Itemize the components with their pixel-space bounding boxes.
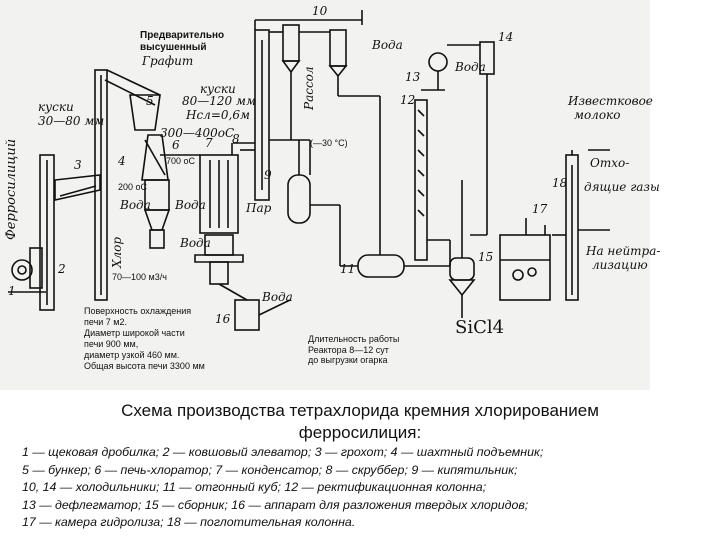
equipment-number-8: 8 xyxy=(232,132,240,146)
water-label-1: Вода xyxy=(120,198,151,212)
legend-line: 17 — камера гидролиза; 18 — поглотительн… xyxy=(22,515,356,529)
equipment-number-2: 2 xyxy=(58,262,66,276)
water-label-5: Вода xyxy=(455,60,486,74)
lumps-large-label: куски xyxy=(200,82,236,96)
equipment-number-3: 3 xyxy=(74,158,82,172)
legend-line: 10, 14 — холодильники; 11 — отгонный куб… xyxy=(22,480,487,494)
equipment-number-7: 7 xyxy=(205,136,213,150)
collector-shape xyxy=(448,180,476,318)
chlorinator-shape xyxy=(143,179,171,249)
temp-300-label: 300—400оС xyxy=(160,126,235,140)
water-label-6: Вода xyxy=(180,236,211,250)
equipment-number-12: 12 xyxy=(400,93,416,107)
solids-reactor-shape xyxy=(194,234,291,331)
hydrolysis-chamber-shape xyxy=(499,218,551,301)
equipment-number-15: 15 xyxy=(478,250,494,264)
flow-label: 70—100 м3/ч xyxy=(112,272,167,282)
equipment-number-10: 10 xyxy=(312,4,328,18)
duration-note-line1: Длительность работы xyxy=(308,334,400,344)
jaw-crusher-shape xyxy=(8,247,46,293)
brine-label: Рассол xyxy=(302,66,316,110)
waste-gas-line1: Отхо- xyxy=(590,156,630,170)
lime-milk-line2: молоко xyxy=(574,108,621,122)
figure-caption: Схема производства тетрахлорида кремния … xyxy=(0,400,720,444)
equipment-number-13: 13 xyxy=(405,70,421,84)
legend-line: 13 — дефлегматор; 15 — сборник; 16 — апп… xyxy=(22,497,529,512)
steam-label: Пар xyxy=(246,201,272,215)
legend-line: 5 — бункер; 6 — печь-хлоратор; 7 — конде… xyxy=(22,462,518,477)
lime-milk-line1: Известковое xyxy=(568,94,653,108)
equipment-number-11: 11 xyxy=(340,262,356,276)
water-label-3: Вода xyxy=(262,290,293,304)
cooling-note-line3: Диаметр широкой части xyxy=(84,328,185,338)
shaft-lift-shape xyxy=(94,69,161,301)
cooling-note-line5: диаметр узкой 460 мм. xyxy=(84,350,180,360)
water-label-4: Вода xyxy=(372,38,403,52)
dephlegmator-shape xyxy=(421,52,448,91)
condenser-shape xyxy=(199,143,239,234)
temp-700-label: 700 оС xyxy=(166,156,196,166)
equipment-number-14: 14 xyxy=(498,30,514,44)
waste-gas-line2: дящие газы xyxy=(584,180,660,194)
scheme-drawing xyxy=(8,10,610,331)
legend-line: 1 — щековая дробилка; 2 — ковшовый элева… xyxy=(22,445,544,459)
still-shape xyxy=(340,250,450,278)
water-label-2: Вода xyxy=(175,198,206,212)
chlorine-label: Хлор xyxy=(110,236,124,268)
dried-note-line2: высушенный xyxy=(140,42,207,53)
equipment-number-6: 6 xyxy=(172,138,180,152)
screen-shape xyxy=(54,174,101,201)
caption-title-line2: ферросилиция: xyxy=(298,423,422,442)
sicl4-product-label: SiCl4 xyxy=(455,317,505,338)
equipment-number-18: 18 xyxy=(552,176,568,190)
equipment-number-16: 16 xyxy=(215,312,231,326)
cooler-14-shape xyxy=(447,41,495,236)
cooler-10-shape xyxy=(269,24,381,250)
equipment-number-9: 9 xyxy=(264,168,272,182)
lumps-large-size: 80—120 мм xyxy=(182,94,256,108)
dried-note-line1: Предварительно xyxy=(140,30,225,41)
boiler-shape xyxy=(287,140,311,224)
process-scheme: Предварительно высушенный Графит Ферроси… xyxy=(0,0,660,390)
rectification-column-shape xyxy=(414,99,428,261)
scrubber-shape xyxy=(240,29,270,201)
cooling-note-line6: Общая высота печи 3300 мм xyxy=(84,361,205,371)
lumps-small-label: куски xyxy=(38,100,74,114)
temp-200-label: 200 оС xyxy=(118,182,148,192)
equipment-number-5: 5 xyxy=(146,94,154,108)
minus30-label: (—30 °С) xyxy=(310,138,348,148)
equipment-number-17: 17 xyxy=(532,202,548,216)
cooling-note-line4: печи 900 мм, xyxy=(84,339,139,349)
lumps-small-size: 30—80 мм xyxy=(38,114,105,128)
cooling-note-line2: печи 7 м2. xyxy=(84,317,127,327)
neutralization-line2: лизацию xyxy=(592,258,648,272)
bucket-elevator-shape xyxy=(39,154,55,311)
ferrosilicon-label: Ферросилиций xyxy=(4,138,19,240)
neutralization-line1: На нейтра- xyxy=(586,244,661,258)
equipment-legend: 1 — щековая дробилка; 2 — ковшовый элева… xyxy=(22,444,712,532)
equipment-number-4: 4 xyxy=(118,154,126,168)
pipelines xyxy=(160,10,610,266)
layer-height-label: Нсл=0,6м xyxy=(186,108,250,122)
cooling-note-line1: Поверхность охлаждения xyxy=(84,306,192,316)
graphite-label: Графит xyxy=(142,54,194,68)
duration-note-line3: до выгрузки огарка xyxy=(308,355,388,365)
equipment-number-1: 1 xyxy=(8,284,16,298)
caption-title-line1: Схема производства тетрахлорида кремния … xyxy=(121,401,599,420)
duration-note-line2: Реактора 8—12 сут xyxy=(308,345,389,355)
